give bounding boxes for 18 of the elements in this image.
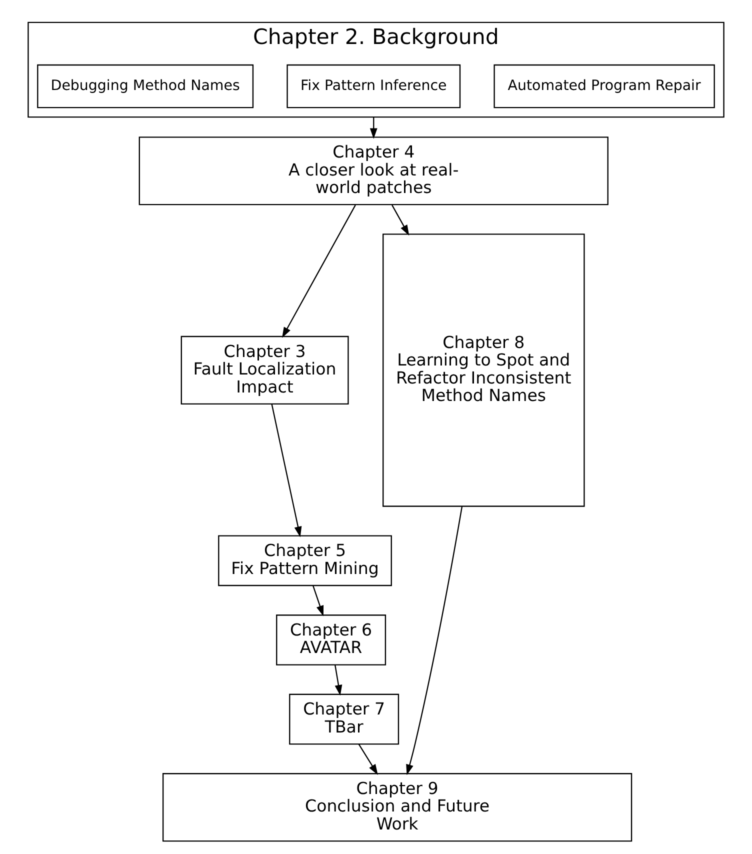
node-box: Chapter 7 TBar <box>289 694 400 745</box>
node-box: Automated Program Repair <box>494 64 715 108</box>
arrow <box>271 404 302 538</box>
node-box: Chapter 3 Fault Localization Impact <box>180 336 349 405</box>
node-box: Chapter 4 A closer look at real-world patches <box>138 136 608 206</box>
node-box: Chapter 6 AVATAR <box>276 614 386 666</box>
arrow <box>406 506 463 776</box>
node-box: Chapter 8 Learning to Spot and Refactor Inconsistent Method Names <box>382 234 585 507</box>
arrow <box>370 117 378 139</box>
arrow <box>282 204 356 338</box>
arrow <box>392 204 410 236</box>
arrow <box>334 664 342 696</box>
arrow <box>358 744 378 775</box>
arrow <box>312 586 324 616</box>
node-box: Fix Pattern Inference <box>286 64 461 108</box>
node-box: Chapter 9 Conclusion and Future Work <box>162 773 632 842</box>
node-box: Debugging Method Names <box>37 64 254 108</box>
node-box: Chapter 5 Fix Pattern Mining <box>218 535 392 586</box>
